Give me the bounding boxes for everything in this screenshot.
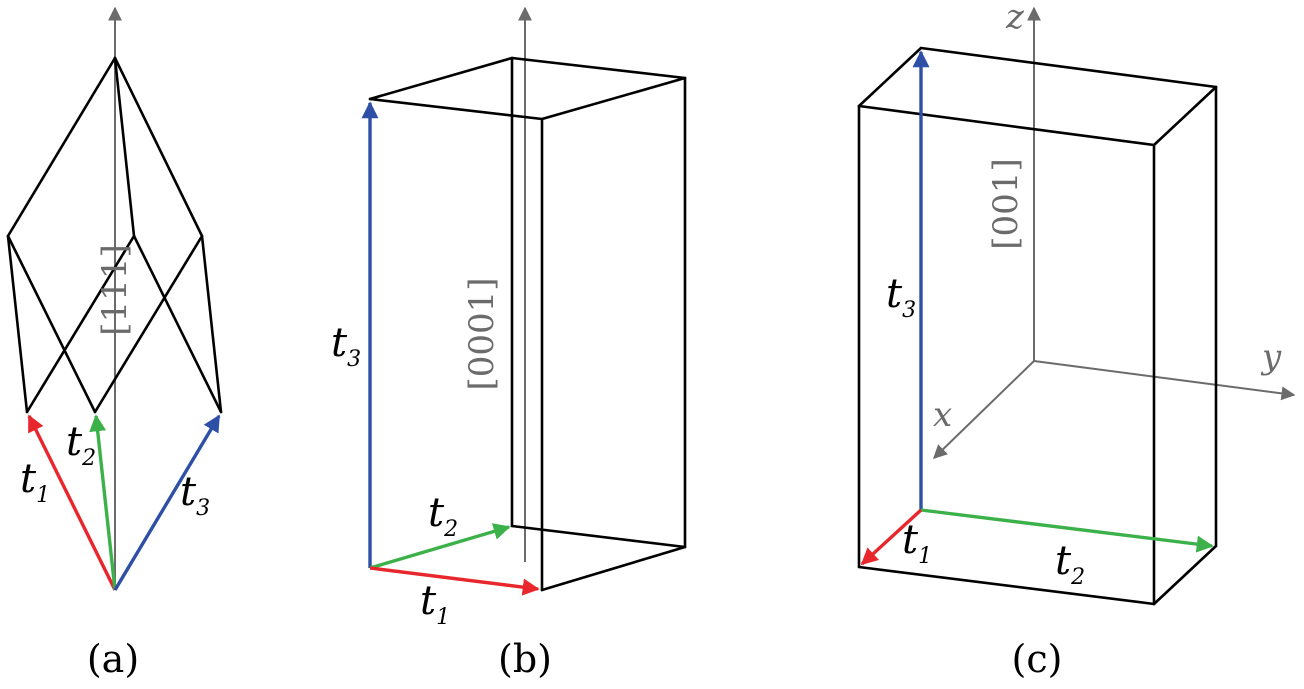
label-t1-c: t1 xyxy=(902,517,932,569)
axis-label-z: z xyxy=(1005,0,1025,37)
label-t1-a: t1 xyxy=(20,456,50,508)
label-t2-a: t2 xyxy=(66,419,96,471)
direction-label-a: [111] xyxy=(95,244,135,335)
panel-a: [111] t1 t2 t3 (a) xyxy=(6,6,223,681)
label-t3-a: t3 xyxy=(180,469,210,521)
label-t3-c: t3 xyxy=(886,271,916,323)
label-t3-b: t3 xyxy=(331,320,361,372)
vector-t2-a xyxy=(89,414,117,591)
axis-label-y: y xyxy=(1260,337,1282,377)
panel-b: [0001] t3 t2 t1 (b) xyxy=(331,6,687,681)
vector-t1-b xyxy=(369,566,540,596)
vector-t2-b xyxy=(369,523,511,570)
x-axis xyxy=(932,360,1035,459)
label-t2-c: t2 xyxy=(1055,538,1085,590)
direction-label-b: [0001] xyxy=(462,277,502,390)
axis-label-x: x xyxy=(933,395,952,435)
vector-t3-a xyxy=(113,414,221,591)
label-t1-b: t1 xyxy=(420,578,450,630)
panel-c: [001] z y x t3 t1 t2 (c) xyxy=(857,0,1296,681)
y-axis xyxy=(1033,360,1296,401)
caption-b: (b) xyxy=(498,637,552,681)
vector-t1-a xyxy=(27,414,117,591)
vector-t2-c xyxy=(920,508,1214,553)
rhombohedron-edges xyxy=(6,56,223,414)
caption-c: (c) xyxy=(1012,637,1063,681)
label-t2-b: t2 xyxy=(428,490,458,542)
caption-a: (a) xyxy=(87,637,139,681)
tetragonal-cell-edges xyxy=(857,46,1218,606)
hexagonal-cell-edges xyxy=(368,56,687,592)
direction-label-c: [001] xyxy=(986,158,1026,249)
vector-t1-c xyxy=(860,508,923,566)
